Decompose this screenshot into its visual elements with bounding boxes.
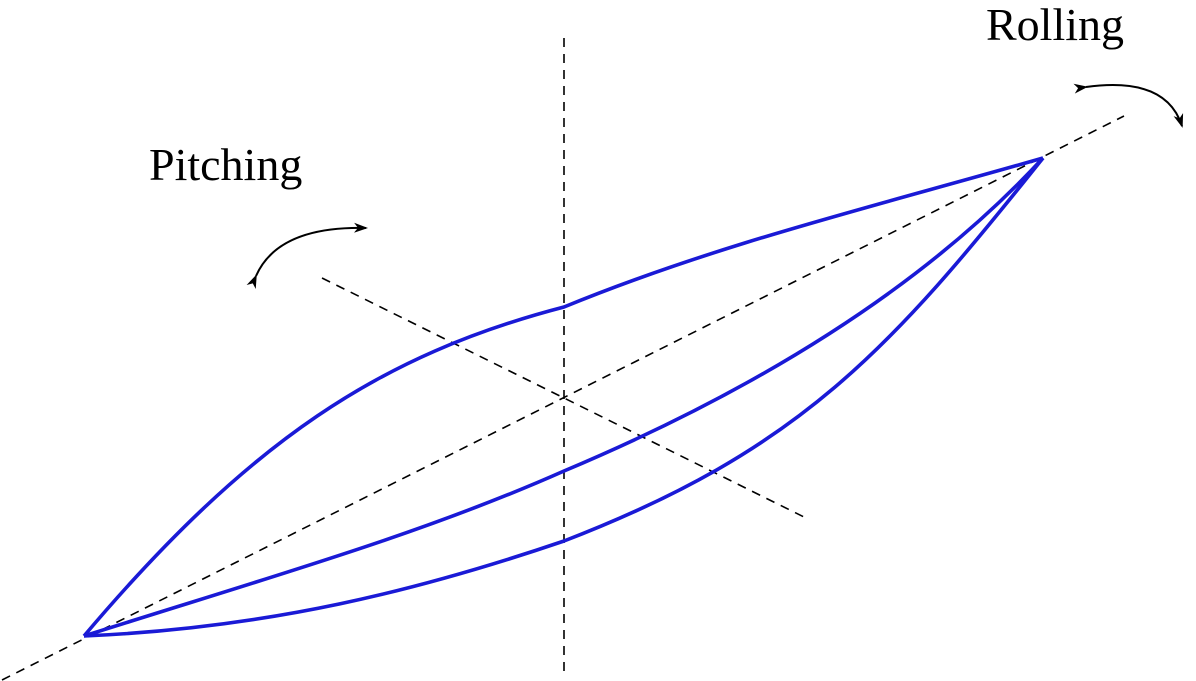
hull-outline — [82, 156, 1045, 638]
roll-axis — [1, 115, 1125, 681]
rolling-arrow-icon — [1073, 83, 1184, 128]
pitching-label: Pitching — [149, 139, 303, 190]
hull-top-curve — [82, 156, 1044, 638]
hull-bottom-curve — [83, 156, 1045, 638]
pitching-arrow-icon — [246, 222, 368, 289]
pitch-axis — [321, 277, 807, 519]
hull-middle-curve — [83, 156, 1045, 638]
rolling-label: Rolling — [986, 0, 1125, 50]
